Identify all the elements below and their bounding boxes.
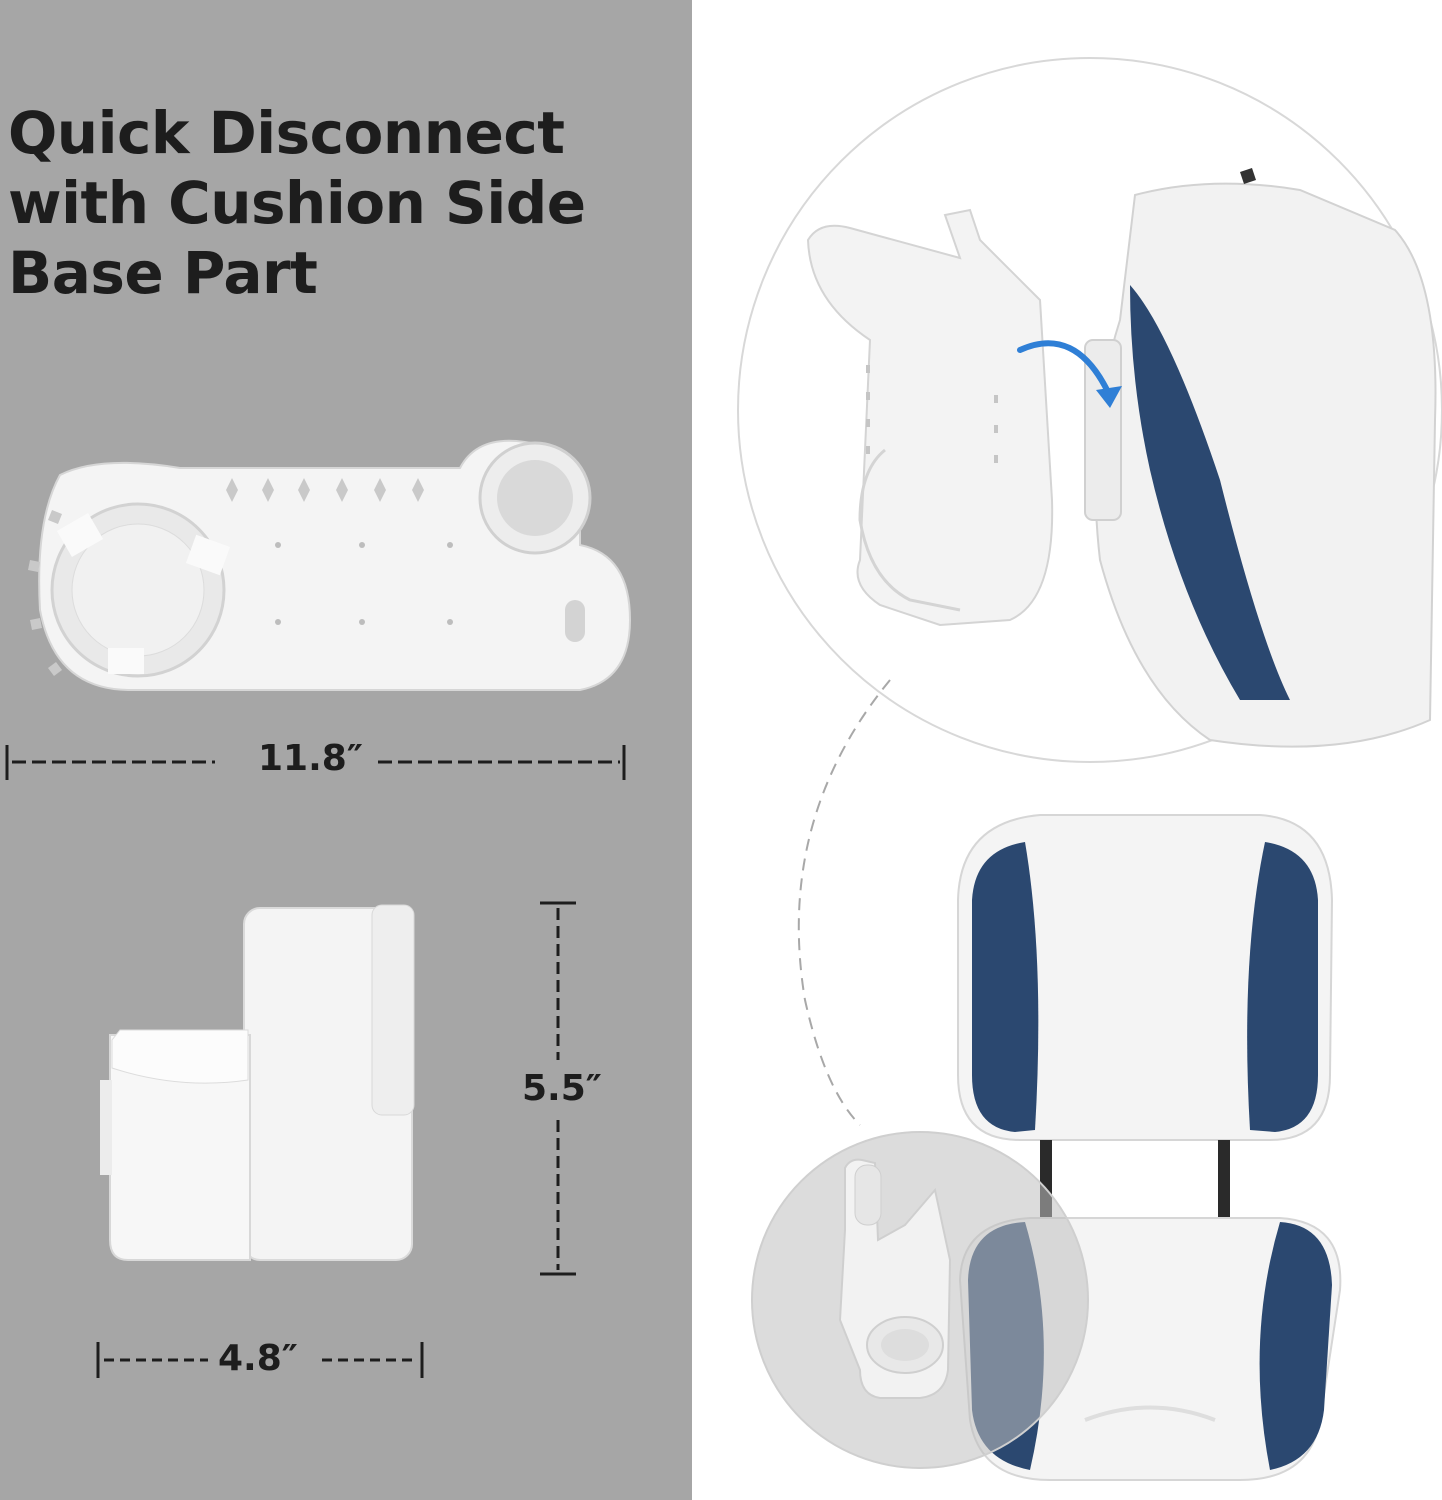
dashed-connector: [797, 679, 891, 1126]
dimension-line-width-short: [96, 1342, 424, 1378]
dimension-label-height: 5.5″: [522, 1068, 602, 1109]
holder-side-view: [100, 904, 415, 1261]
title-line-3: Base Part: [8, 239, 318, 307]
detail-circle-bottom: [751, 1131, 1089, 1469]
page-title: Quick Disconnect with Cushion Side Base …: [8, 98, 586, 308]
dimension-label-width-short: 4.8″: [218, 1338, 298, 1379]
title-line-2: with Cushion Side: [8, 169, 586, 237]
tray-top-view: [28, 439, 632, 691]
dimension-label-width-long: 11.8″: [258, 738, 363, 779]
dimension-line-width-long: [5, 745, 626, 780]
detail-circle-top: [737, 57, 1442, 763]
dimension-line-height: [540, 901, 576, 1276]
title-line-1: Quick Disconnect: [8, 99, 565, 167]
curved-arrow-icon: [1017, 340, 1122, 408]
